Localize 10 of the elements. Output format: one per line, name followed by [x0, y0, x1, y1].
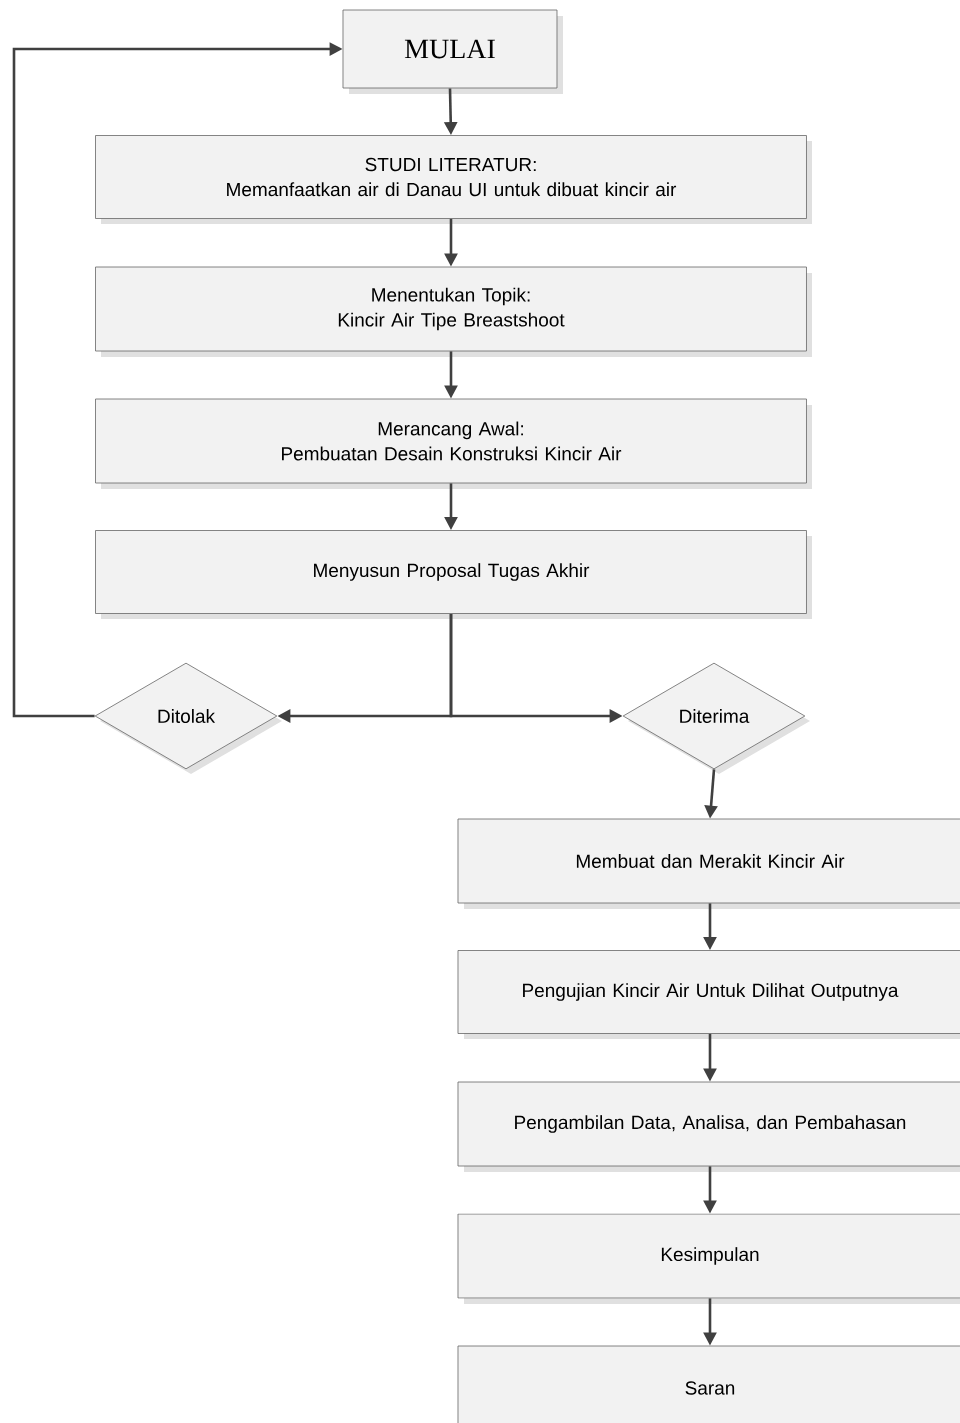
process-box: Membuat dan Merakit Kincir Air — [457, 818, 960, 909]
process-box: Menentukan Topik: Kincir Air Tipe Breastshoot — [95, 266, 812, 357]
process-box: Menyusun Proposal Tugas Akhir — [95, 530, 812, 619]
process-box: Saran — [457, 1345, 960, 1423]
process-box: Merancang Awal: Pembuatan Desain Konstruksi Kincir Air — [95, 398, 812, 489]
process-box: Kesimpulan — [457, 1213, 960, 1304]
process-box: Pengambilan Data, Analisa, dan Pembahasan — [457, 1081, 960, 1172]
process-box: Pengujian Kincir Air Untuk Dilihat Outputnya — [457, 950, 960, 1039]
process-box: STUDI LITERATUR: Memanfaatkan air di Danau UI untuk dibuat kincir air — [95, 135, 812, 224]
start-box: MULAI — [342, 9, 563, 94]
